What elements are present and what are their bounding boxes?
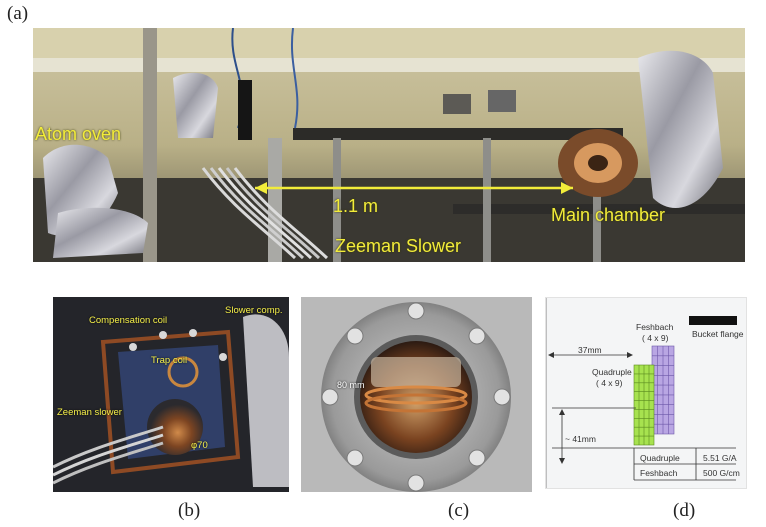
quadruple-coil-grid: [633, 364, 655, 446]
dim-37-label: 37mm: [578, 345, 602, 355]
panel-a-photo: Atom oven 1.1 m Main chamber Zeeman Slow…: [33, 28, 745, 262]
atom-oven-label: Atom oven: [35, 124, 122, 144]
feshbach-dims-label: ( 4 x 9): [642, 333, 669, 343]
slower-comp-label: Slower comp.: [225, 305, 283, 316]
measure-label: 80 mm: [337, 380, 365, 390]
panel-b-letter: (b): [178, 500, 201, 521]
dim-41-label: ~ 41mm: [565, 434, 596, 444]
quadruple-dims-label: ( 4 x 9): [596, 378, 623, 388]
lab-overview-image: [33, 28, 745, 262]
coil-cross-section: [546, 298, 737, 488]
table-row-value: 5.51 G/A: [703, 453, 737, 463]
coil-setup-image: [53, 297, 289, 492]
table-row-name: Quadruple: [640, 453, 680, 463]
panel-c-photo: 80 mm: [301, 297, 532, 492]
quadruple-label: Quadruple: [592, 367, 632, 377]
panel-b-photo: Compensation coil Slower comp. Trap coil…: [53, 297, 289, 492]
panel-d-letter: (d): [673, 500, 696, 521]
table-row-name: Feshbach: [640, 468, 678, 478]
trap-coil-label: Trap coil: [151, 355, 188, 366]
zeeman-slower-label: Zeeman Slower: [335, 236, 462, 256]
distance-label: 1.1 m: [333, 196, 379, 216]
phi70-label: φ70: [191, 440, 208, 451]
panel-c-letter: (c): [448, 500, 470, 521]
feshbach-label: Feshbach: [636, 322, 674, 332]
panel-a-letter: (a): [7, 3, 29, 24]
panel-d-diagram: Feshbach ( 4 x 9) Bucket flange 37mm Qua…: [545, 297, 747, 489]
viewport-image: [301, 297, 532, 492]
compensation-coil-label: Compensation coil: [89, 315, 168, 326]
table-row-value: 500 G/cm: [703, 468, 740, 478]
zeeman-slower-label-b: Zeeman slower: [57, 407, 122, 418]
bucket-flange-label: Bucket flange: [692, 329, 744, 339]
feshbach-coil-grid: [651, 345, 675, 435]
bucket-flange-bar: [689, 316, 737, 325]
main-chamber-label: Main chamber: [551, 205, 666, 225]
